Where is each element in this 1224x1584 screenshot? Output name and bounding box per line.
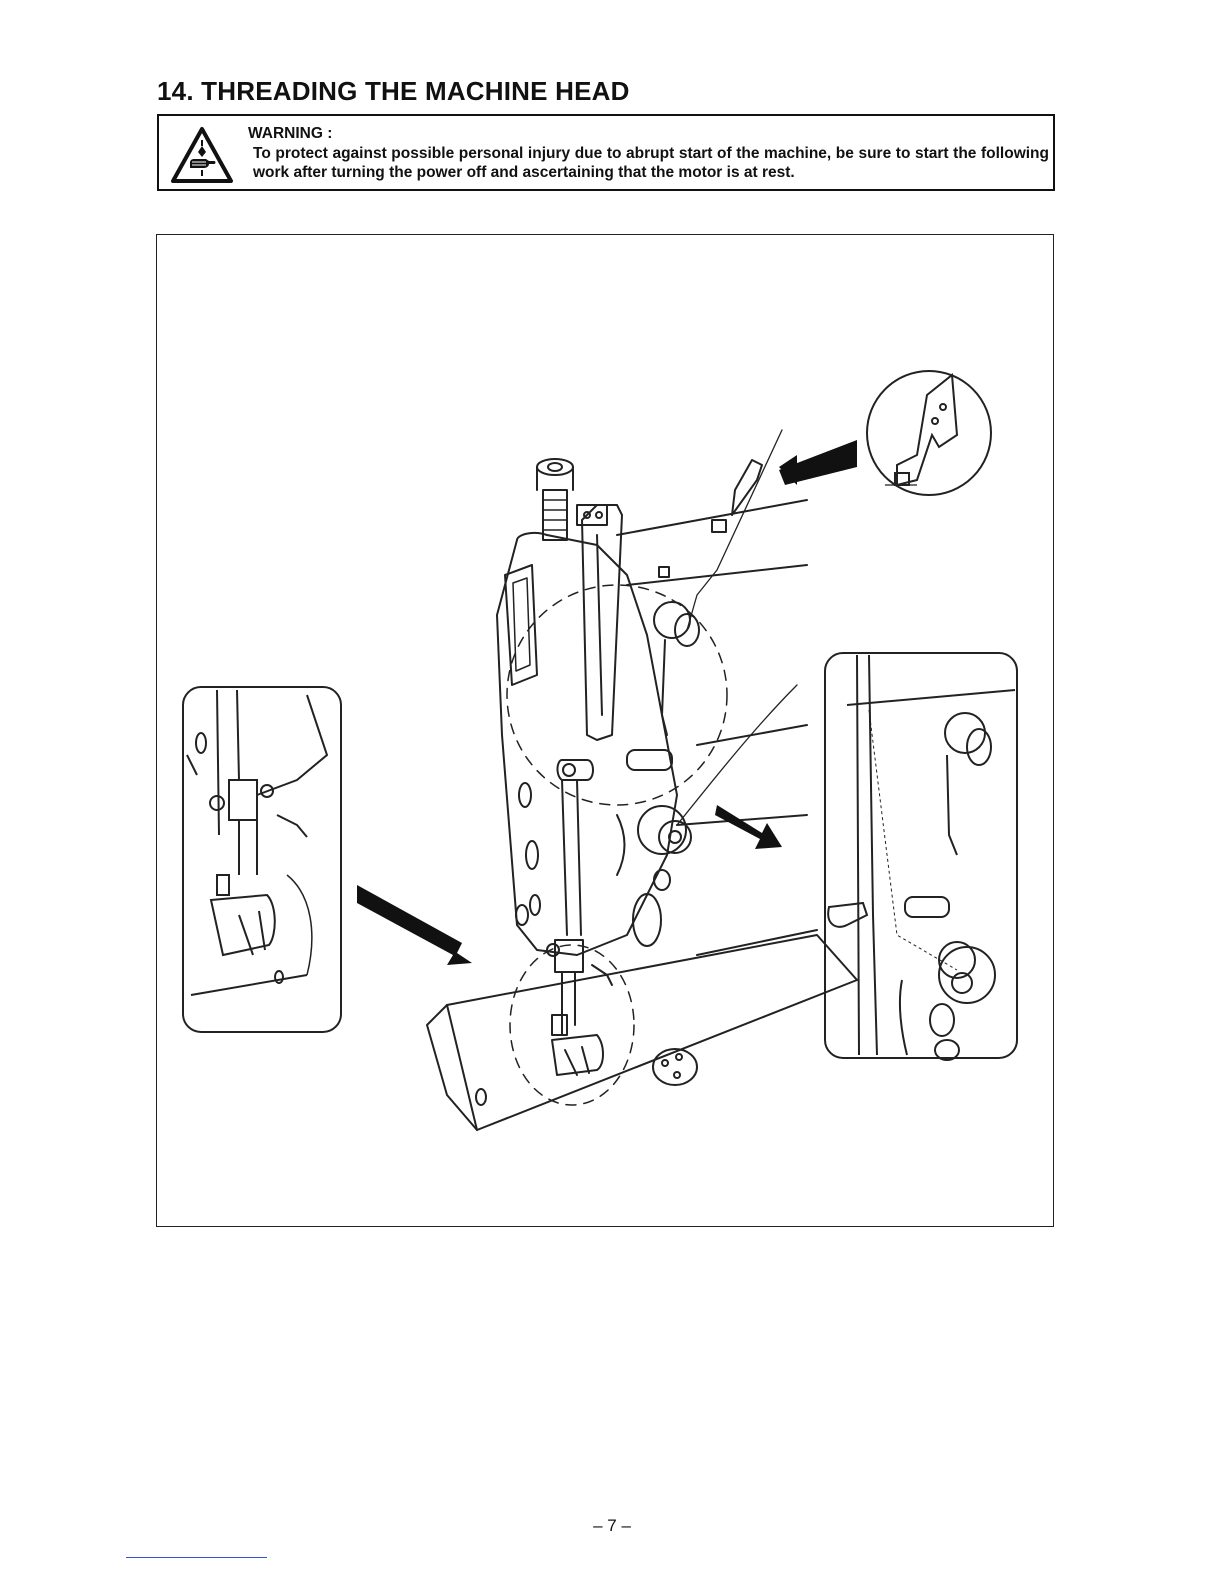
warning-box: WARNING : To protect against possible pe…	[157, 114, 1055, 191]
threading-illustration	[156, 234, 1054, 1227]
section-title: 14. THREADING THE MACHINE HEAD	[157, 76, 630, 107]
sewing-machine-head-drawing	[157, 235, 1055, 1228]
hand-caution-triangle-icon	[170, 126, 234, 184]
warning-label: WARNING :	[248, 125, 332, 143]
page-number: – 7 –	[0, 1516, 1224, 1536]
footer-rule	[126, 1557, 267, 1558]
warning-text: To protect against possible personal inj…	[253, 144, 1049, 182]
